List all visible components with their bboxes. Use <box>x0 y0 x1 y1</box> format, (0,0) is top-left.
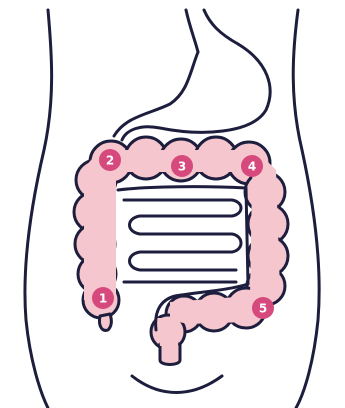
marker-2: 2 <box>99 149 121 171</box>
pelvis-curve <box>132 376 222 393</box>
torso-right-edge <box>293 10 319 408</box>
stomach-inner-line <box>114 52 198 136</box>
marker-5: 5 <box>252 297 274 319</box>
appendix <box>99 314 111 330</box>
marker-4: 4 <box>241 155 263 177</box>
stomach <box>114 10 270 140</box>
marker-3-label: 3 <box>178 160 186 174</box>
small-intestine <box>124 200 241 282</box>
marker-1-label: 1 <box>99 292 107 306</box>
torso-left-edge <box>25 10 52 408</box>
rectum <box>160 344 180 365</box>
marker-2-label: 2 <box>106 154 114 168</box>
marker-4-label: 4 <box>248 160 256 174</box>
intestine-loop-2 <box>130 234 242 270</box>
intestine-loop-1 <box>124 200 241 234</box>
marker-3: 3 <box>171 155 193 177</box>
esophagus-right-line <box>204 10 238 44</box>
esophagus-left-line <box>186 10 198 52</box>
marker-1: 1 <box>92 287 114 309</box>
marker-5-label: 5 <box>259 302 267 316</box>
